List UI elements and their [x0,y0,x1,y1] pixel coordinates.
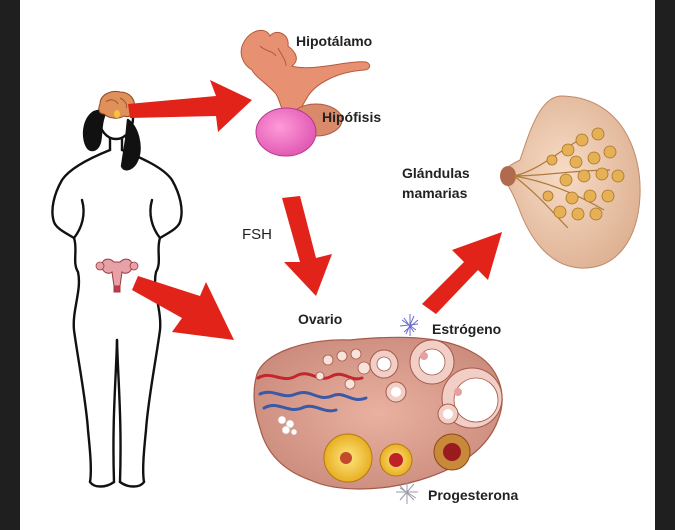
right-frame-stripe [655,0,675,530]
diagram-svg [20,0,655,530]
ovary-illustration [254,337,502,489]
ovary-label: Ovario [298,310,342,328]
mammary-gland-illustration [500,96,640,268]
fsh-label: FSH [242,226,272,244]
diagram-canvas: Hipotálamo Hipófisis Glándulas mamarias … [20,0,655,530]
mammary-label-line1: Glándulas [402,164,470,182]
hypothalamus-label: Hipotálamo [296,32,372,50]
mammary-label-line2: mamarias [402,184,467,202]
progesterone-label: Progesterona [428,486,518,504]
uterus-icon [96,259,138,292]
arrow-head-to-pituitary [128,80,252,132]
left-frame-stripe [0,0,20,530]
estrogen-molecule-icon [400,314,418,336]
pituitary-label: Hipófisis [322,108,381,126]
arrow-ovary-to-mammary [422,232,502,314]
arrow-uterus-to-ovary [132,276,234,340]
estrogen-label: Estrógeno [432,320,501,338]
arrow-fsh-to-ovary [282,196,332,296]
